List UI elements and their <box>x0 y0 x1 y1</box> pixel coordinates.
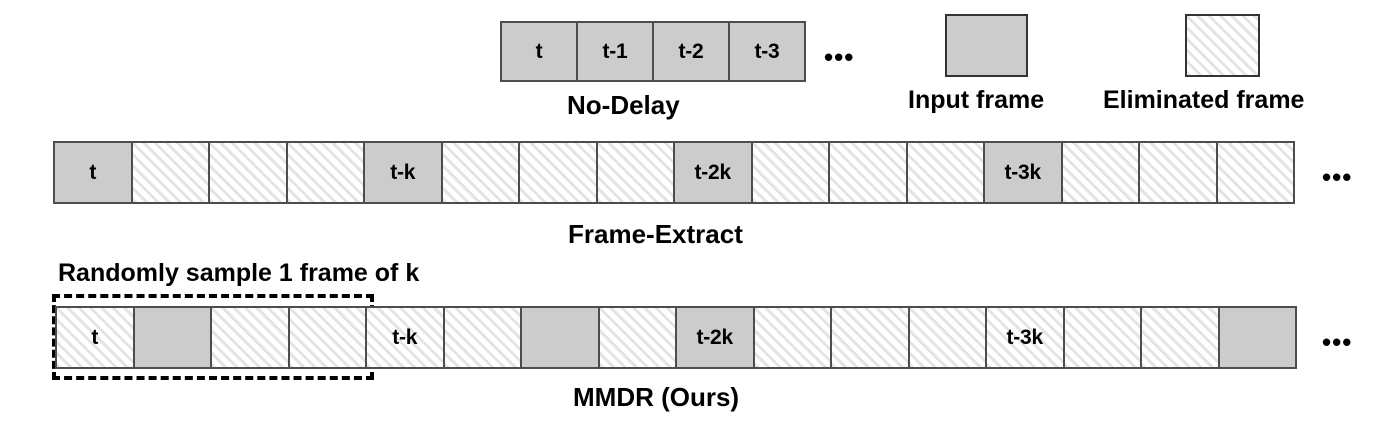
frame-cell <box>830 306 910 369</box>
mmdr-ellipsis: ••• <box>1322 327 1353 357</box>
frame-cell <box>518 141 598 204</box>
frame-cell: t <box>53 141 133 204</box>
frame-cell <box>597 306 677 369</box>
frame-cell <box>1215 141 1295 204</box>
frame-cell <box>595 141 675 204</box>
frame-cell <box>752 306 832 369</box>
frame-cell <box>907 306 987 369</box>
random-sample-annotation-label: Randomly sample 1 frame of k <box>58 259 420 287</box>
frame-cell <box>1140 306 1220 369</box>
legend-input-frame-label: Input frame <box>908 86 1045 114</box>
frame-cell <box>520 306 600 369</box>
frame-cell: t-3k <box>985 306 1065 369</box>
frame-cell: t-k <box>363 141 443 204</box>
frame-cell <box>440 141 520 204</box>
frame-cell: t-3k <box>983 141 1063 204</box>
frame-cell <box>130 141 210 204</box>
frame-cell <box>442 306 522 369</box>
frame-extract-frame-strip: t t-k t-2k t-3k <box>53 141 1295 204</box>
frame-cell: t-1 <box>576 21 654 82</box>
frame-cell: t-k <box>365 306 445 369</box>
frame-cell <box>1217 306 1297 369</box>
frame-cell <box>750 141 830 204</box>
frame-extract-caption: Frame-Extract <box>568 219 743 249</box>
no-delay-ellipsis: ••• <box>824 42 855 72</box>
legend-input-frame-swatch <box>945 14 1028 77</box>
frame-cell <box>210 306 290 369</box>
frame-cell <box>132 306 212 369</box>
mmdr-frame-strip: t t-k t-2k t-3k <box>55 306 1297 369</box>
mmdr-caption: MMDR (Ours) <box>573 382 740 412</box>
frame-cell <box>1138 141 1218 204</box>
frame-cell <box>1062 306 1142 369</box>
legend-eliminated-frame-swatch <box>1185 14 1260 77</box>
frame-cell <box>287 306 367 369</box>
frame-cell: t-3 <box>728 21 806 82</box>
frame-cell: t-2 <box>652 21 730 82</box>
frame-cell: t <box>55 306 135 369</box>
frame-extract-ellipsis: ••• <box>1322 162 1353 192</box>
legend-eliminated-frame-label: Eliminated frame <box>1103 86 1305 114</box>
frame-cell: t-2k <box>673 141 753 204</box>
frame-cell <box>208 141 288 204</box>
no-delay-caption: No-Delay <box>567 90 680 120</box>
frame-cell <box>828 141 908 204</box>
frame-cell <box>1060 141 1140 204</box>
frame-cell <box>905 141 985 204</box>
frame-cell <box>285 141 365 204</box>
frame-cell: t <box>500 21 578 82</box>
frame-cell: t-2k <box>675 306 755 369</box>
